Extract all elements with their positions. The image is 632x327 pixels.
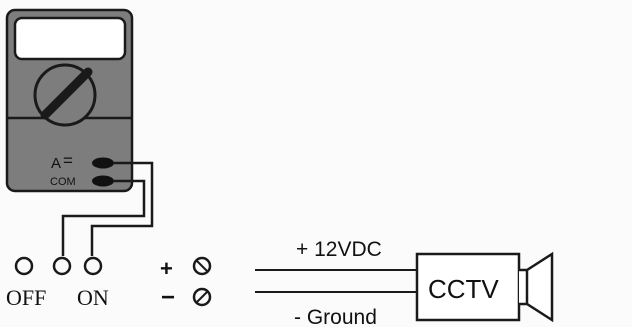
ground-wire-label: - Ground xyxy=(294,306,377,327)
multimeter-display xyxy=(13,16,127,61)
negative-screw-terminal xyxy=(192,287,212,307)
com-label: COM xyxy=(50,176,76,188)
probe-lead-amp xyxy=(90,161,154,256)
amp-jack xyxy=(92,157,114,169)
probe-lead-com xyxy=(61,179,146,256)
on-terminal xyxy=(83,256,103,276)
positive-screw-terminal xyxy=(192,256,212,276)
multimeter: A = COM xyxy=(5,8,134,193)
power-switch: OFF ON xyxy=(6,256,109,310)
camera-label: CCTV xyxy=(428,274,499,304)
camera-lens-hood xyxy=(519,251,554,323)
dc-symbol: = xyxy=(63,151,73,170)
positive-wire-label: + 12VDC xyxy=(296,238,382,261)
negative-screw-slot xyxy=(196,291,208,303)
on-label: ON xyxy=(77,285,109,310)
selector-knob xyxy=(40,67,93,120)
power-terminals: + − xyxy=(160,256,212,311)
common-terminal xyxy=(52,256,72,276)
off-terminal xyxy=(14,256,34,276)
positive-screw-slot xyxy=(196,260,208,272)
amp-label: A xyxy=(51,155,61,172)
minus-symbol: − xyxy=(161,284,175,311)
cctv-camera: CCTV xyxy=(415,251,554,323)
plus-symbol: + xyxy=(160,256,173,281)
off-label: OFF xyxy=(6,285,46,310)
com-jack xyxy=(92,175,114,187)
